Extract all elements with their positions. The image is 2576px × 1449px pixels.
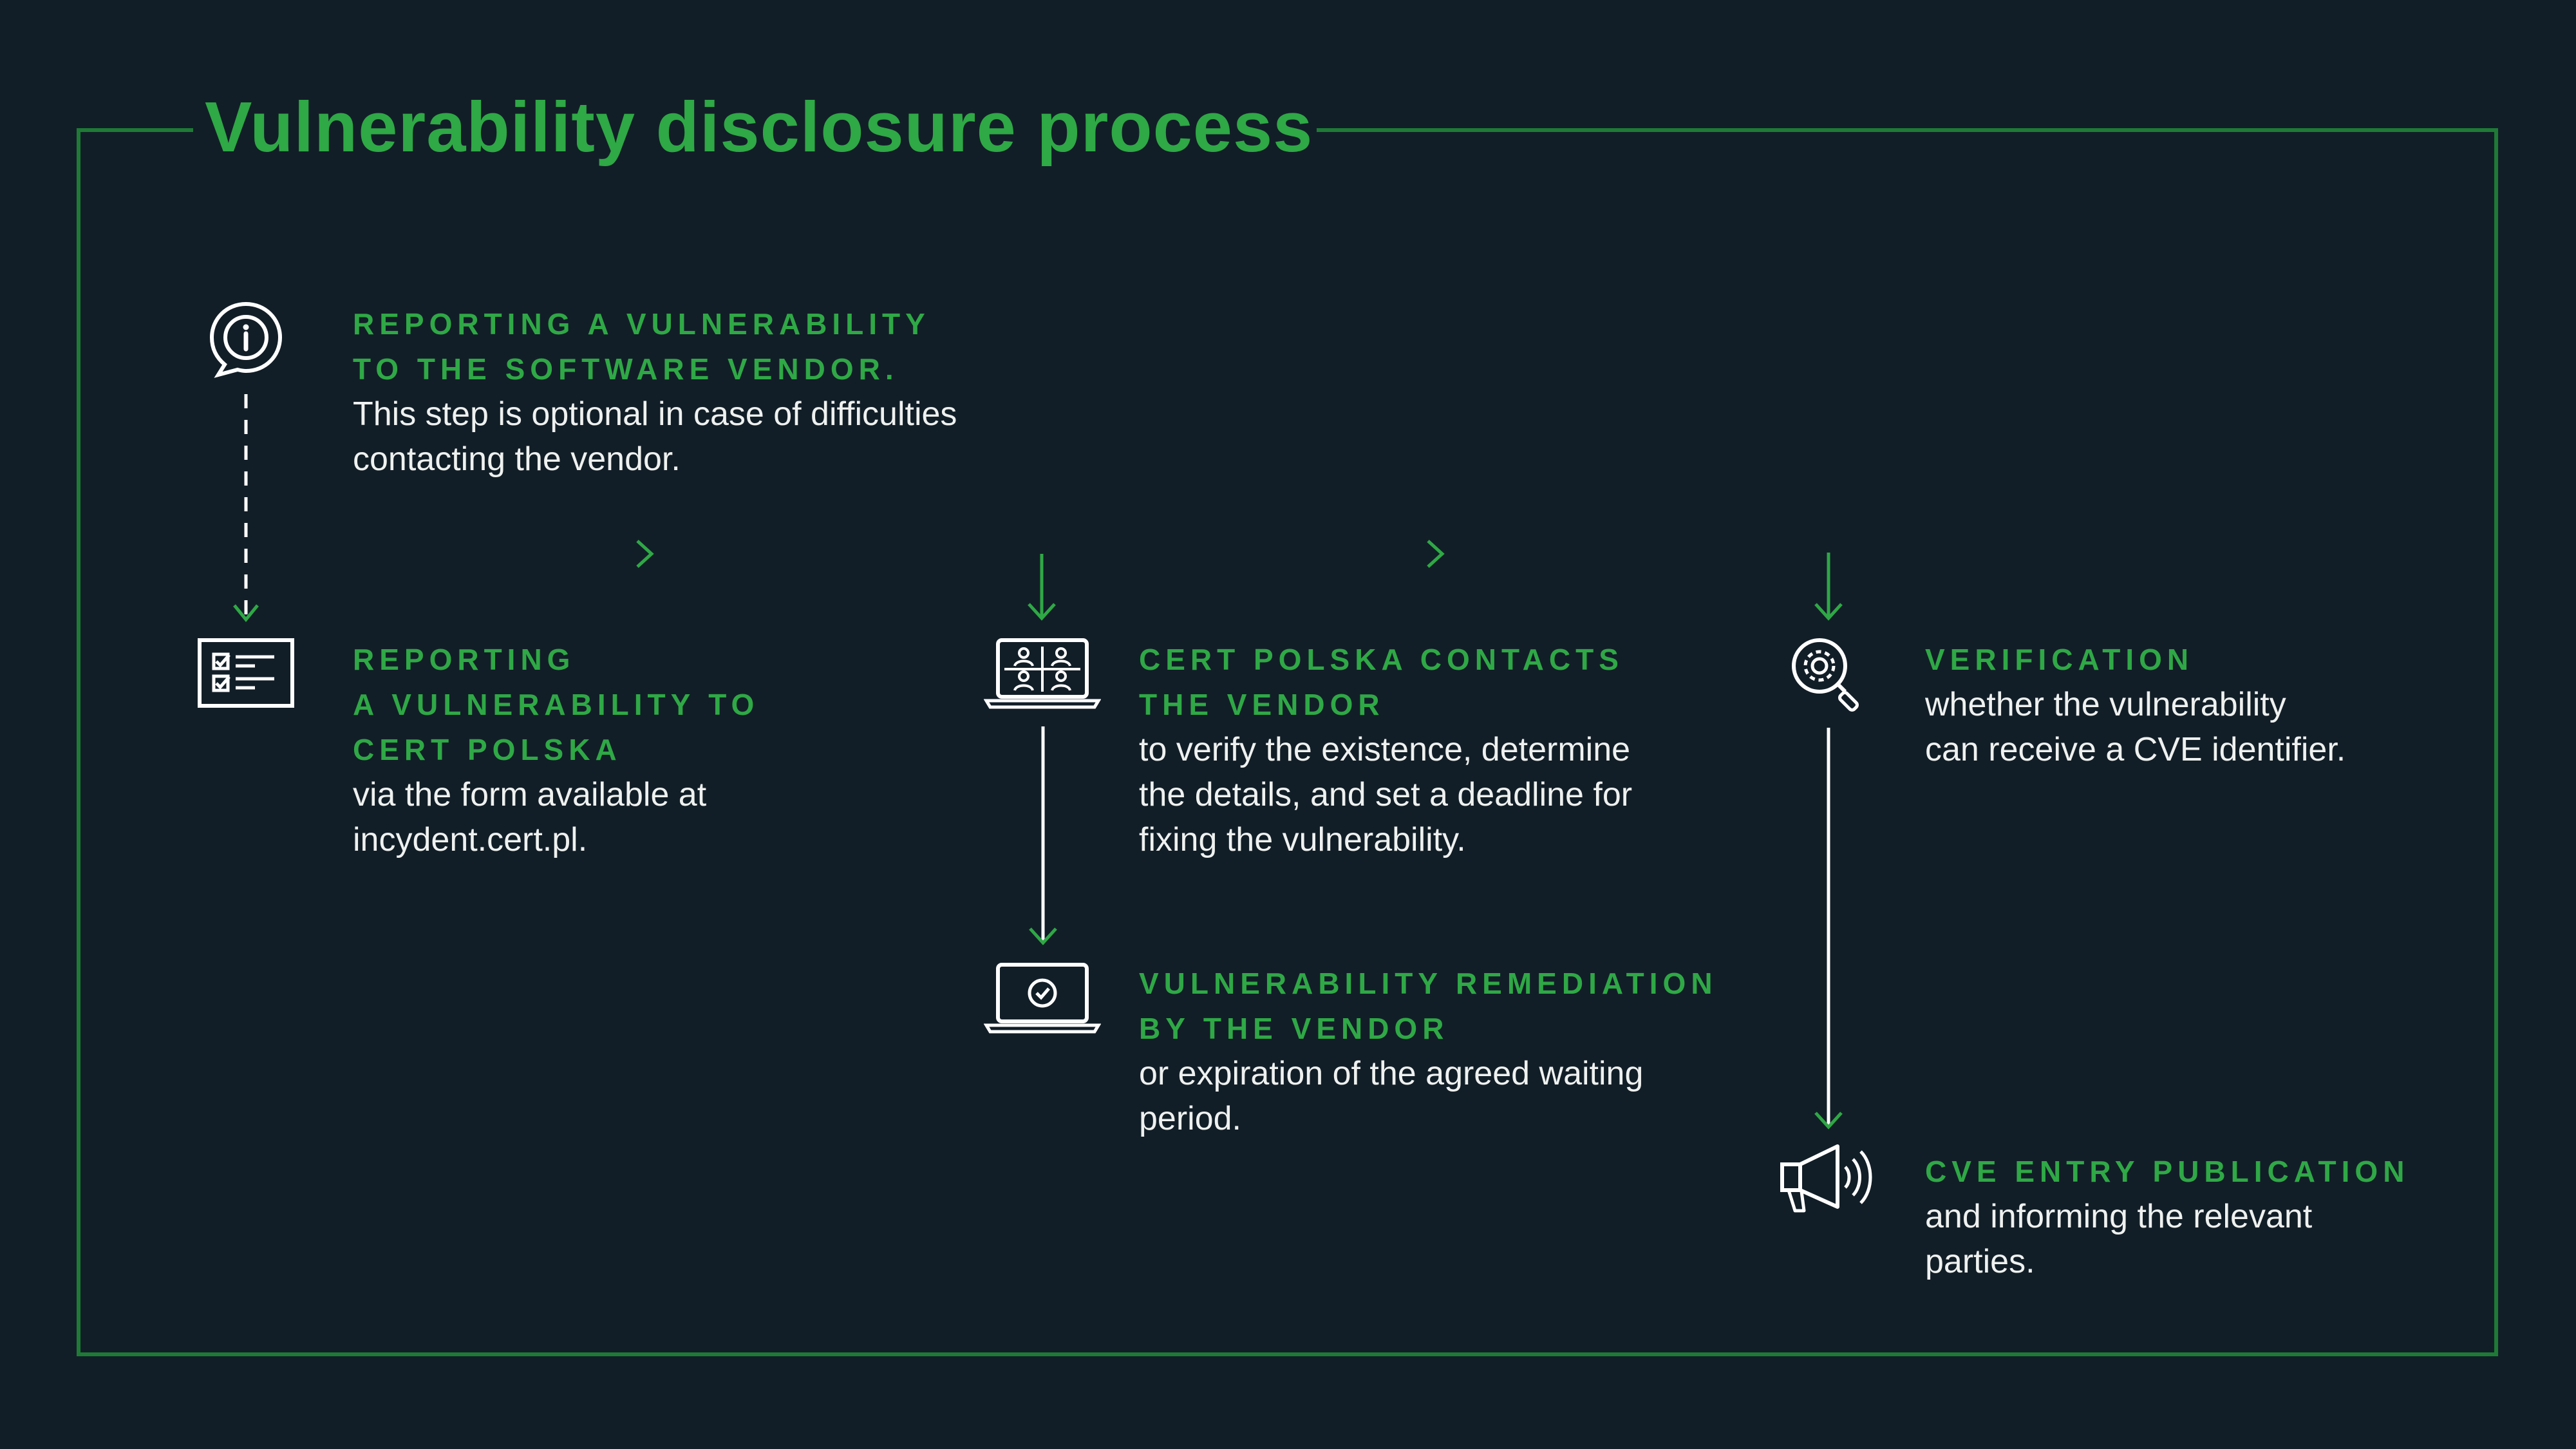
step-heading: CVE ENTRY PUBLICATION [1925, 1155, 2410, 1188]
laptop-video-call-icon [984, 638, 1101, 709]
step-description: via the form available at [353, 776, 707, 813]
frame-border [77, 128, 2498, 1356]
step-heading: REPORTING A VULNERABILITY [353, 307, 930, 341]
step-heading: VERIFICATION [1925, 643, 2194, 676]
info-speech-bubble-icon [209, 301, 283, 378]
step-remediation: VULNERABILITY REMEDIATION BY THE VENDOR … [1139, 961, 1718, 1141]
megaphone-icon [1780, 1144, 1872, 1213]
step-description: contacting the vendor. [353, 440, 681, 478]
arrow-head-down [1814, 603, 1843, 621]
step-heading: CERT POLSKA CONTACTS [1139, 643, 1624, 676]
step-publication: CVE ENTRY PUBLICATION and informing the … [1925, 1149, 2409, 1284]
step-cert-contacts: CERT POLSKA CONTACTS THE VENDOR to verif… [1139, 637, 1632, 862]
step-description: fixing the vulnerability. [1139, 821, 1466, 858]
step-description: period. [1139, 1100, 1241, 1137]
arrow-head-down [1028, 603, 1056, 621]
step-verification: VERIFICATION whether the vulnerability c… [1925, 637, 2346, 772]
step-description: can receive a CVE identifier. [1925, 731, 2346, 768]
step-heading: A VULNERABILITY TO [353, 688, 760, 721]
step-description: the details, and set a deadline for [1139, 776, 1633, 813]
gear-magnifier-icon [1792, 638, 1859, 712]
step-heading: REPORTING [353, 643, 576, 676]
step-description: or expiration of the agreed waiting [1139, 1055, 1644, 1092]
step-report-vendor: REPORTING A VULNERABILITY TO THE SOFTWAR… [353, 301, 957, 482]
step-heading: VULNERABILITY REMEDIATION [1139, 967, 1718, 1000]
arrow-head-right [636, 540, 654, 568]
arrow-head-down [1814, 1112, 1843, 1130]
step-description: whether the vulnerability [1925, 686, 2286, 723]
arrow-head-down [233, 604, 259, 622]
step-description: and informing the relevant [1925, 1198, 2313, 1235]
step-description: incydent.cert.pl. [353, 821, 588, 858]
arrow-head-right [1427, 540, 1445, 568]
arrow-head-down [1029, 927, 1057, 945]
step-heading: BY THE VENDOR [1139, 1012, 1449, 1045]
step-description: to verify the existence, determine [1139, 731, 1631, 768]
checklist-form-icon [198, 638, 294, 708]
step-description: This step is optional in case of difficu… [353, 395, 957, 433]
step-heading: TO THE SOFTWARE VENDOR. [353, 352, 899, 386]
step-heading: CERT POLSKA [353, 733, 622, 766]
step-report-cert: REPORTING A VULNERABILITY TO CERT POLSKA… [353, 637, 759, 862]
page-title: Vulnerability disclosure process [205, 88, 1313, 167]
laptop-checkmark-icon [984, 963, 1101, 1034]
step-heading: THE VENDOR [1139, 688, 1385, 721]
step-description: parties. [1925, 1243, 2035, 1280]
